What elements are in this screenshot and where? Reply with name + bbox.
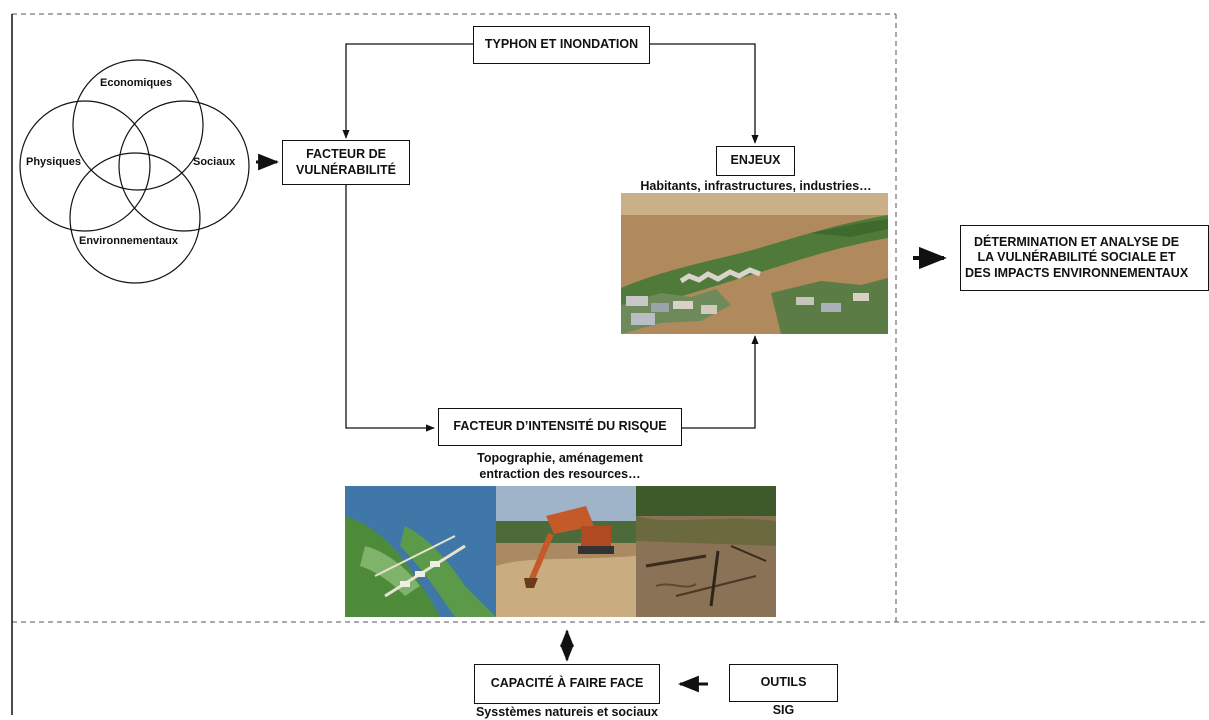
venn-label-environnementaux: Environnementaux [79,235,179,247]
connector-typhon-to-vulnerabilite [342,43,473,139]
capacite-caption: Sysstèmes natureis et sociaux [475,705,659,719]
sand-extraction-photo [496,486,636,617]
venn-label-sociaux: Sociaux [193,156,236,168]
connector-vulnerabilite-to-intensite [345,184,435,432]
venn-label-physiques: Physiques [26,156,82,168]
intensite-caption-line1: Topographie, aménagement [477,451,643,465]
deforestation-photo [636,486,776,617]
intensite-box: FACTEUR D’INTENSITÉ DU RISQUE [438,408,682,446]
venn-circle-sociaux [118,100,250,232]
enjeux-caption: Habitants, infrastructures, industries… [640,179,872,193]
venn-circle-environnementaux [69,152,201,284]
typhon-box: TYPHON ET INONDATION [473,26,650,64]
intensite-caption-line2: entraction des resources… [479,467,641,481]
venn-circle-economiques [72,59,204,191]
flood-aerial-photo [621,193,888,334]
vulnerabilite-box: FACTEUR DE VULNÉRABILITÉ [282,140,410,185]
enjeux-box: ENJEUX [716,146,795,176]
venn-circle-physiques [19,100,151,232]
urban-plan-photo [345,486,496,617]
outils-caption: SIG [772,703,795,717]
venn-label-economiques: Economiques [100,77,173,89]
capacite-box: CAPACITÉ À FAIRE FACE [474,664,660,704]
determination-box: DÉTERMINATION ET ANALYSE DE LA VULNÉRABI… [960,225,1209,291]
connector-intensite-to-enjeux [682,335,759,429]
outils-box: OUTILS [729,664,838,702]
connector-typhon-to-enjeux [650,43,759,144]
